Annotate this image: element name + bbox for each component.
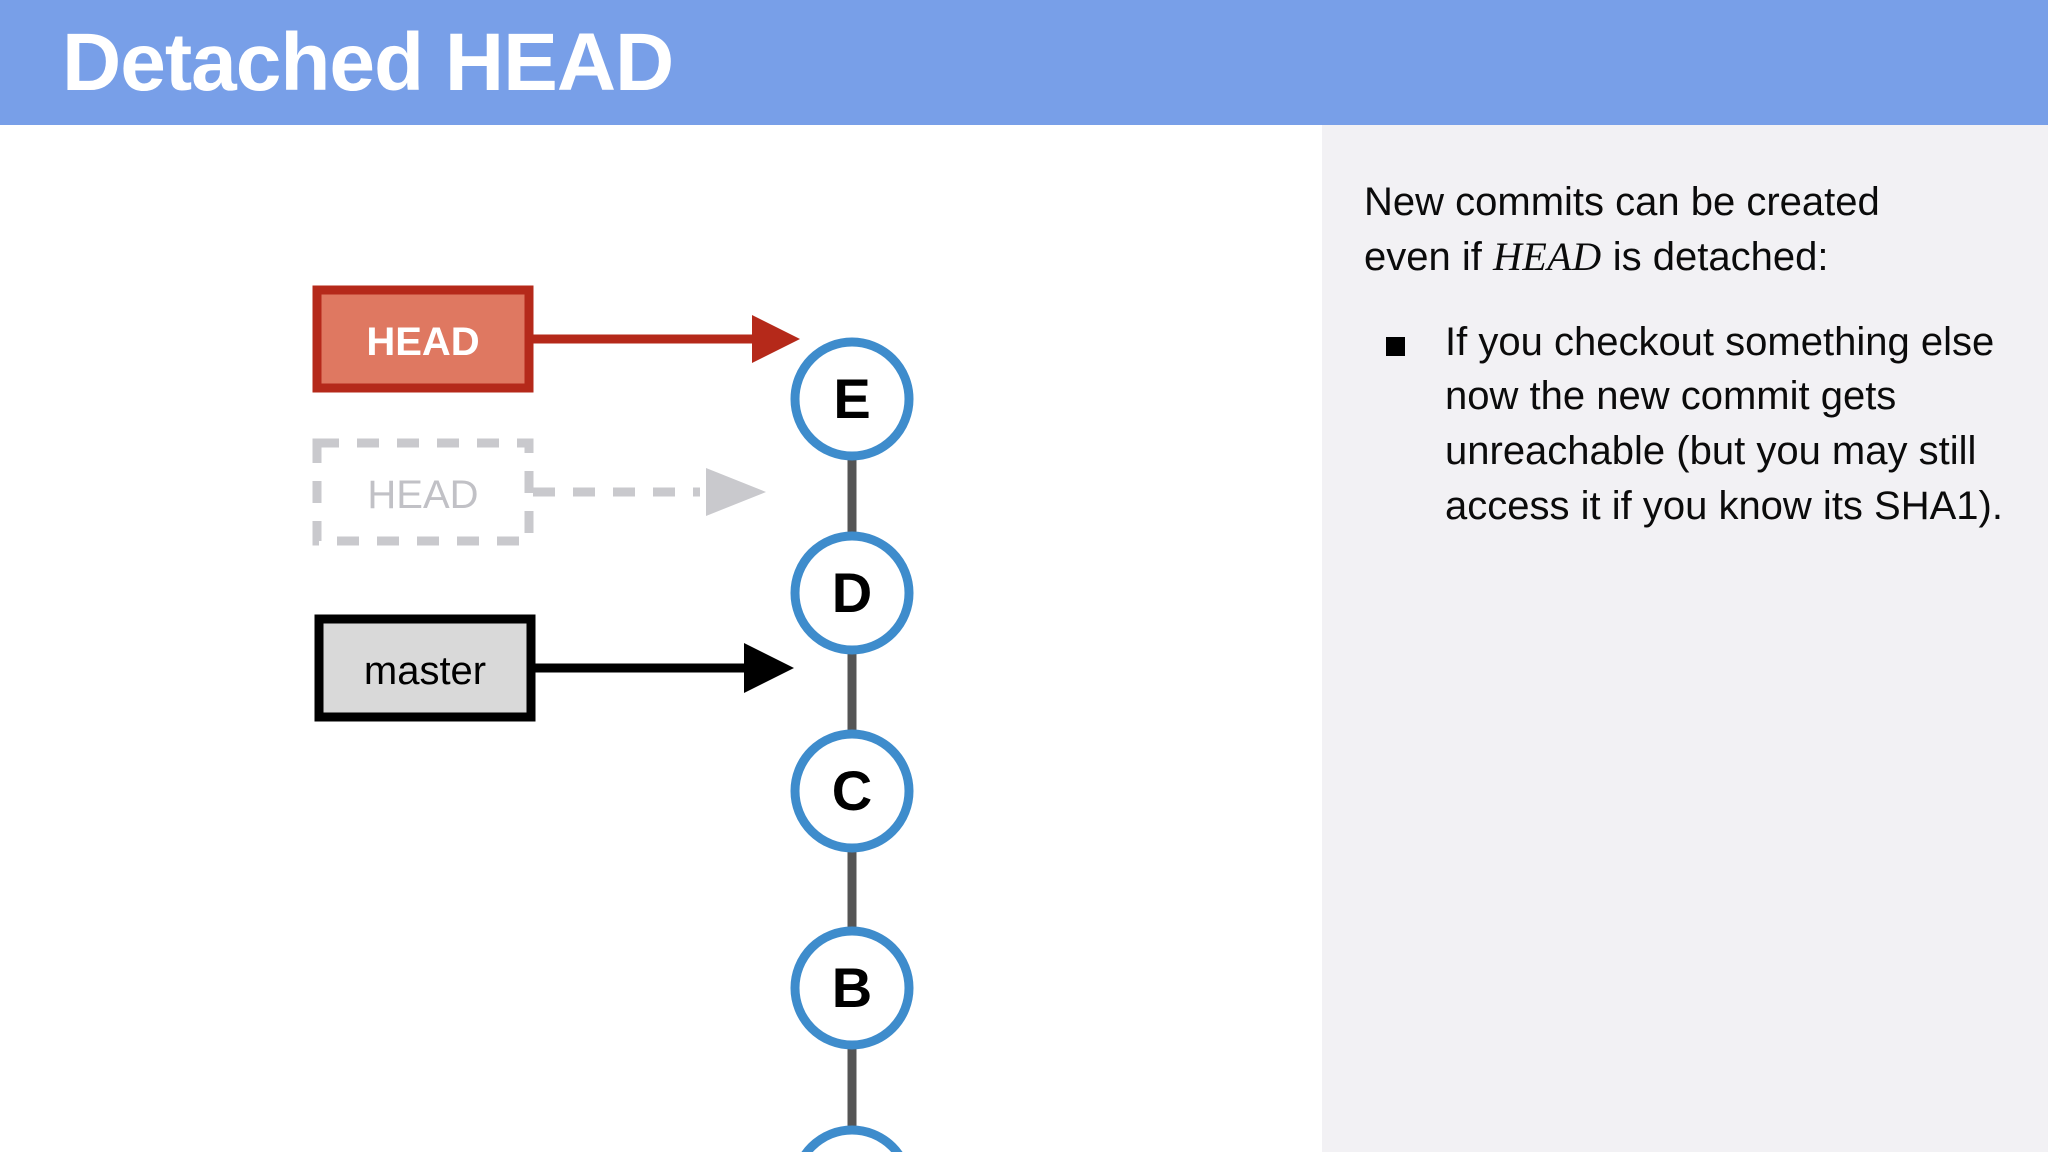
head-current-arrow-head-icon (752, 315, 800, 363)
master-label: master (364, 649, 486, 693)
master-arrow-head-icon (744, 643, 794, 693)
head-current-box[interactable] (312, 285, 534, 393)
commit-node-c[interactable] (790, 729, 914, 853)
slide-title-bar: Detached HEAD (0, 0, 2048, 125)
head-ghost-label: HEAD (367, 473, 478, 517)
page-title: Detached HEAD (62, 16, 674, 108)
notes-panel: New commits can be created even if HEAD … (1322, 125, 2048, 1152)
ref-box-head-current (312, 285, 800, 393)
notes-intro-head-term: HEAD (1492, 233, 1602, 279)
ref-box-head-ghost (312, 438, 766, 546)
commit-node-b[interactable] (790, 926, 914, 1050)
commit-graph-diagram: HEAD HEAD master E D C B A (0, 125, 1322, 1152)
head-ghost-box (312, 438, 534, 546)
commit-label-e: E (833, 367, 870, 430)
bullet-text: If you checkout something else now the n… (1445, 319, 2003, 528)
list-item: If you checkout something else now the n… (1364, 315, 2018, 534)
notes-intro-paragraph: New commits can be created even if HEAD … (1364, 175, 1964, 285)
commit-node-a[interactable] (795, 1125, 909, 1152)
notes-bullet-list: If you checkout something else now the n… (1364, 315, 2018, 534)
ref-box-master (314, 614, 794, 722)
head-current-label: HEAD (366, 320, 479, 364)
notes-intro-before: New commits can be created even if (1364, 180, 1880, 279)
notes-intro-after: is detached: (1601, 234, 1829, 279)
commit-node-d[interactable] (790, 531, 914, 655)
commit-label-c: C (832, 759, 872, 822)
commit-label-d: D (832, 561, 872, 624)
square-bullet-icon (1386, 336, 1405, 356)
commit-nodes (790, 337, 914, 1152)
head-ghost-arrow-head-icon (706, 468, 766, 516)
commit-node-e[interactable] (790, 337, 914, 461)
commit-label-b: B (832, 956, 872, 1019)
master-box[interactable] (314, 614, 536, 722)
